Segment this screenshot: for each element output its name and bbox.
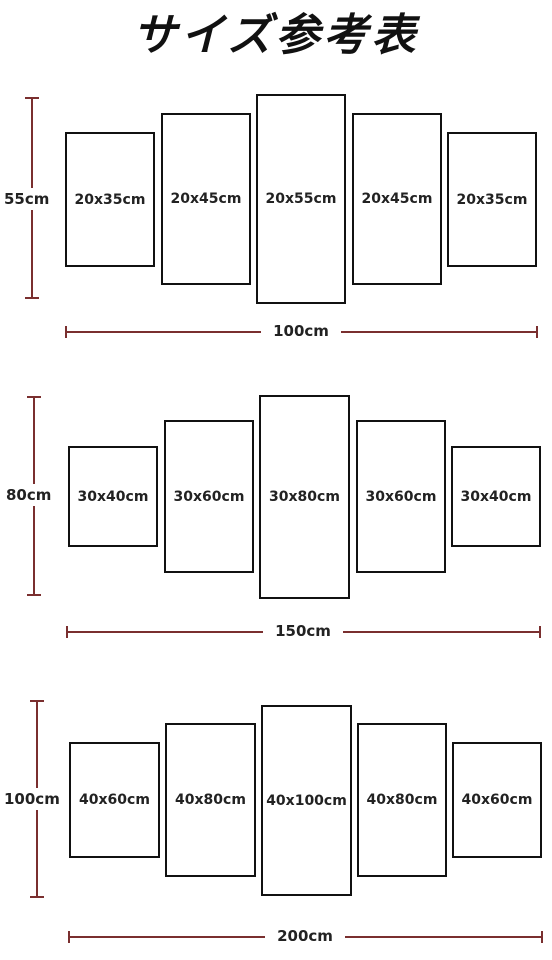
- panel-4: 30x60cm: [356, 420, 446, 573]
- width-label: 100cm: [261, 322, 341, 340]
- width-cap-right: [541, 931, 543, 943]
- panel-5: 30x40cm: [451, 446, 541, 547]
- panel-2: 20x45cm: [161, 113, 251, 285]
- panel-4: 40x80cm: [357, 723, 447, 877]
- height-label: 55cm: [4, 188, 50, 210]
- panel-1: 30x40cm: [68, 446, 158, 547]
- panel-5: 40x60cm: [452, 742, 542, 858]
- width-label: 200cm: [265, 927, 345, 945]
- panel-3: 40x100cm: [261, 705, 352, 896]
- panel-3: 30x80cm: [259, 395, 350, 599]
- height-label: 100cm: [4, 788, 60, 810]
- panel-3: 20x55cm: [256, 94, 346, 304]
- height-cap-bottom: [30, 896, 44, 898]
- panel-1: 40x60cm: [69, 742, 160, 858]
- panel-2: 30x60cm: [164, 420, 254, 573]
- height-label: 80cm: [6, 484, 52, 506]
- width-cap-right: [536, 326, 538, 338]
- height-cap-bottom: [27, 594, 41, 596]
- width-label: 150cm: [263, 622, 343, 640]
- panel-2: 40x80cm: [165, 723, 256, 877]
- width-cap-right: [539, 626, 541, 638]
- panel-4: 20x45cm: [352, 113, 442, 285]
- size-chart-title: サイズ参考表: [132, 10, 420, 61]
- panel-1: 20x35cm: [65, 132, 155, 267]
- panel-5: 20x35cm: [447, 132, 537, 267]
- height-cap-bottom: [25, 297, 39, 299]
